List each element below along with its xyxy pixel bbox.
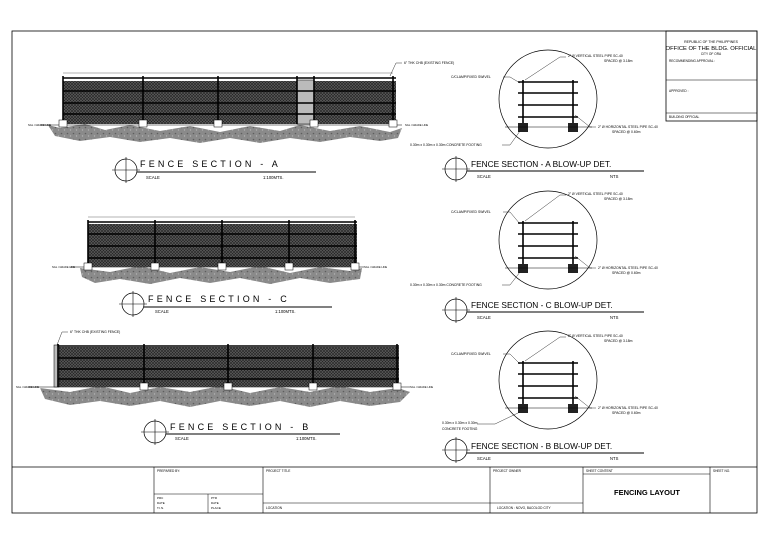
project-title-label: PROJECT TITLE xyxy=(266,469,290,473)
callout-chb-a: 6" THK CHB (EXISTING FENCE) xyxy=(404,61,454,65)
section-c-title: FENCE SECTION - C SCALE 1:100MTS. xyxy=(119,291,332,317)
project-owner-label: PROJECT OWNER xyxy=(493,469,522,473)
section-b-heading: FENCE SECTION - B xyxy=(170,422,311,432)
detail-b-blowup: 2" Ø VERTICAL STEEL PIPE SC-40 SPACED @ … xyxy=(442,330,658,431)
detail-a-scale-label: SCALE xyxy=(477,174,491,179)
section-a-scale-label: SCALE xyxy=(146,175,160,180)
detail-a-heading: FENCE SECTION - A BLOW-UP DET. xyxy=(471,159,611,169)
callout-chb-b: 6" THK CHB (EXISTING FENCE) xyxy=(70,330,120,334)
ngl-left-c: NGL / GRADE LINE xyxy=(52,265,75,269)
location-label: LOCATION xyxy=(266,506,283,510)
detail-c-clamp: C/CLAMP/FIXED SWIVEL xyxy=(451,210,491,214)
section-b-title: FENCE SECTION - B SCALE 1:100MTS. xyxy=(141,419,340,445)
detail-a-vpipe-2: SPACED @ 3.18m xyxy=(604,59,633,63)
detail-a-vpipe-1: 2" Ø VERTICAL STEEL PIPE SC-40 xyxy=(568,54,623,58)
detail-a-hpipe-1: 2" Ø HORIZONTAL STEEL PIPE SC-40 xyxy=(598,125,658,129)
detail-b-footing-2: CONCRETE FOOTING xyxy=(442,427,478,431)
detail-c-vpipe-2: SPACED @ 3.18m xyxy=(604,197,633,201)
detail-b-title: FENCE SECTION - B BLOW-UP DET. SCALE NTS xyxy=(442,437,644,463)
detail-c-scale-label: SCALE xyxy=(477,315,491,320)
detail-b-vpipe-2: SPACED @ 3.18m xyxy=(604,339,633,343)
place-label: PLACE xyxy=(211,506,221,510)
detail-a-blowup: 2" Ø VERTICAL STEEL PIPE SC-40 SPACED @ … xyxy=(410,49,658,149)
approval-block: REPUBLIC OF THE PHILIPPINES OFFICE OF TH… xyxy=(665,30,758,122)
detail-c-heading: FENCE SECTION - C BLOW-UP DET. xyxy=(471,300,613,310)
fence-section-a-elevation: 6" THK CHB (EXISTING FENCE) NGL / GRADE … xyxy=(28,61,454,143)
section-a-title: FENCE SECTION - A SCALE 1:100MTS. xyxy=(112,157,316,183)
ptr-label: PTR xyxy=(211,496,218,500)
ground-soil-c xyxy=(80,266,362,284)
detail-c-scale-value: NTS xyxy=(610,315,619,320)
detail-a-title: FENCE SECTION - A BLOW-UP DET. SCALE NTS xyxy=(442,156,644,182)
sheet-content-value: FENCING LAYOUT xyxy=(614,488,680,497)
ngl-right-b: NGL / GRADE LINE xyxy=(410,385,433,389)
prepared-by-label: PREPARED BY: xyxy=(157,469,180,473)
ngl-left-a: NGL / GRADE LINE xyxy=(28,123,51,127)
detail-c-hpipe-1: 2" Ø HORIZONTAL STEEL PIPE SC-40 xyxy=(598,266,658,270)
date2-label: DATE xyxy=(211,501,219,505)
fence-section-c-elevation: NGL / GRADE LINE NGL / GRADE LINE xyxy=(52,216,387,284)
section-a-heading: FENCE SECTION - A xyxy=(140,159,281,169)
detail-a-scale-value: NTS xyxy=(610,174,619,179)
date-label: DATE xyxy=(157,501,165,505)
detail-b-hpipe-2: SPACED @ 0.60m xyxy=(612,411,641,415)
detail-b-heading: FENCE SECTION - B BLOW-UP DET. xyxy=(471,441,612,451)
section-b-scale-label: SCALE xyxy=(175,436,189,441)
building-official-label: BUILDING OFFICIAL xyxy=(669,115,700,119)
detail-c-blowup: 2" Ø VERTICAL STEEL PIPE SC-40 SPACED @ … xyxy=(410,190,658,290)
chb-existing-a xyxy=(296,79,315,125)
detail-b-footing-1: 0.30m x 0.30m x 0.30m xyxy=(442,421,478,425)
section-b-scale-value: 1:100MTS. xyxy=(296,436,316,441)
chb-existing-b xyxy=(53,344,60,388)
city-text: CITY OF ORA xyxy=(701,52,722,56)
ngl-left-b: NGL / GRADE LINE xyxy=(16,385,39,389)
detail-a-hpipe-2: SPACED @ 0.60m xyxy=(612,130,641,134)
section-c-scale-value: 1:100MTS. xyxy=(275,309,295,314)
owner-location-text: LOCATION : NOVO, BACOLOD CITY xyxy=(497,506,551,510)
footer-title-block: PREPARED BY: PRC PTR DATE DATE T.I.N. PL… xyxy=(12,466,757,513)
detail-c-vpipe-1: 2" Ø VERTICAL STEEL PIPE SC-40 xyxy=(568,192,623,196)
detail-b-scale-label: SCALE xyxy=(477,456,491,461)
detail-b-clamp: C/CLAMP/FIXED SWIVEL xyxy=(451,352,491,356)
detail-c-footing: 0.30m x 0.30m x 0.30m CONCRETE FOOTING xyxy=(410,283,482,287)
office-title: OFFICE OF THE BLDG. OFFICIAL xyxy=(666,46,757,52)
sheet-no-label: SHEET NO. xyxy=(713,469,730,473)
detail-b-hpipe-1: 2" Ø HORIZONTAL STEEL PIPE SC-40 xyxy=(598,406,658,410)
ngl-right-c: NGL / GRADE LINE xyxy=(364,265,387,269)
sheet-border xyxy=(11,30,758,514)
detail-c-hpipe-2: SPACED @ 0.60m xyxy=(612,271,641,275)
section-a-scale-value: 1:100MTS. xyxy=(263,175,283,180)
approved-label: APPROVED : xyxy=(669,89,689,93)
tin-label: T.I.N. xyxy=(157,506,164,510)
detail-b-vpipe-1: 2" Ø VERTICAL STEEL PIPE SC-40 xyxy=(568,334,623,338)
detail-a-clamp: C/CLAMP/FIXED SWIVEL xyxy=(451,75,491,79)
section-c-heading: FENCE SECTION - C xyxy=(148,294,290,304)
ground-soil-a xyxy=(48,124,402,143)
prc-label: PRC xyxy=(157,496,164,500)
detail-c-title: FENCE SECTION - C BLOW-UP DET. SCALE NTS xyxy=(442,297,644,323)
ground-soil-b xyxy=(40,386,410,407)
detail-a-footing: 0.30m x 0.30m x 0.30m CONCRETE FOOTING xyxy=(410,143,482,147)
section-c-scale-label: SCALE xyxy=(155,309,169,314)
sheet-content-label: SHEET CONTENT xyxy=(586,469,613,473)
republic-text: REPUBLIC OF THE PHILIPPINES xyxy=(684,40,738,44)
recommending-label: RECOMMENDING APPROVAL : xyxy=(669,59,715,63)
ngl-right-a: NGL / GRADE LINE xyxy=(405,123,428,127)
detail-b-scale-value: NTS xyxy=(610,456,619,461)
fence-section-b-elevation: 6" THK CHB (EXISTING FENCE) NGL / GRADE … xyxy=(16,330,433,407)
